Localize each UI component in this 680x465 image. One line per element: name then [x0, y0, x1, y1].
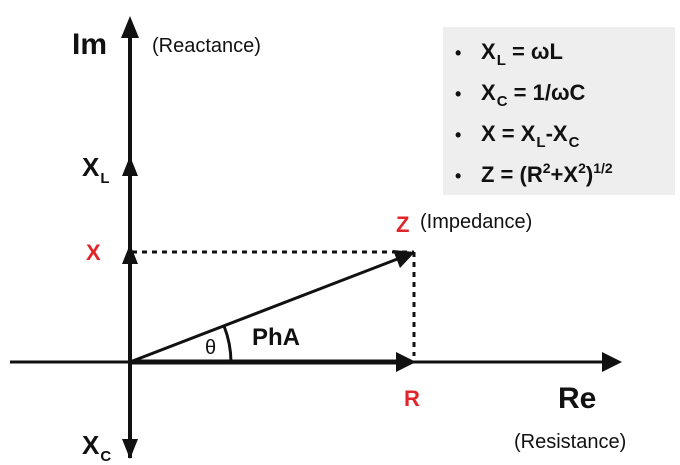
impedance-note: (Impedance) [420, 211, 533, 233]
re-axis-label: Re [558, 382, 597, 415]
formula-z: •Z = (R2+X2)1/2 [455, 160, 613, 187]
formula-box: •XL = ωL •XC = 1/ωC •X = XL-XC •Z = (R2+… [443, 27, 675, 195]
impedance-arrowhead [393, 250, 415, 268]
z-label: Z [396, 212, 410, 237]
real-axis-arrowhead [602, 352, 622, 372]
resistance-arrowhead [396, 352, 416, 372]
angle-arc [222, 325, 233, 363]
im-axis-label: Im [72, 28, 108, 61]
pha-label: PhA [252, 324, 300, 351]
xc-arrowhead [122, 439, 138, 459]
resistance-note: (Resistance) [514, 431, 627, 453]
x-arrowhead [122, 244, 138, 264]
x-label: X [86, 240, 101, 265]
xc-label: XC [82, 430, 112, 465]
theta-label: θ [205, 337, 217, 359]
xl-label: XL [82, 152, 110, 187]
imaginary-axis-arrowhead [121, 16, 139, 38]
formula-x: •X = XL-XC [455, 121, 580, 151]
reactance-note: (Reactance) [152, 35, 261, 57]
impedance-vector [129, 256, 401, 364]
xl-arrowhead [122, 156, 138, 176]
r-label: R [404, 386, 420, 411]
formula-xl: •XL = ωL [455, 39, 563, 69]
formula-xc: •XC = 1/ωC [455, 80, 586, 110]
